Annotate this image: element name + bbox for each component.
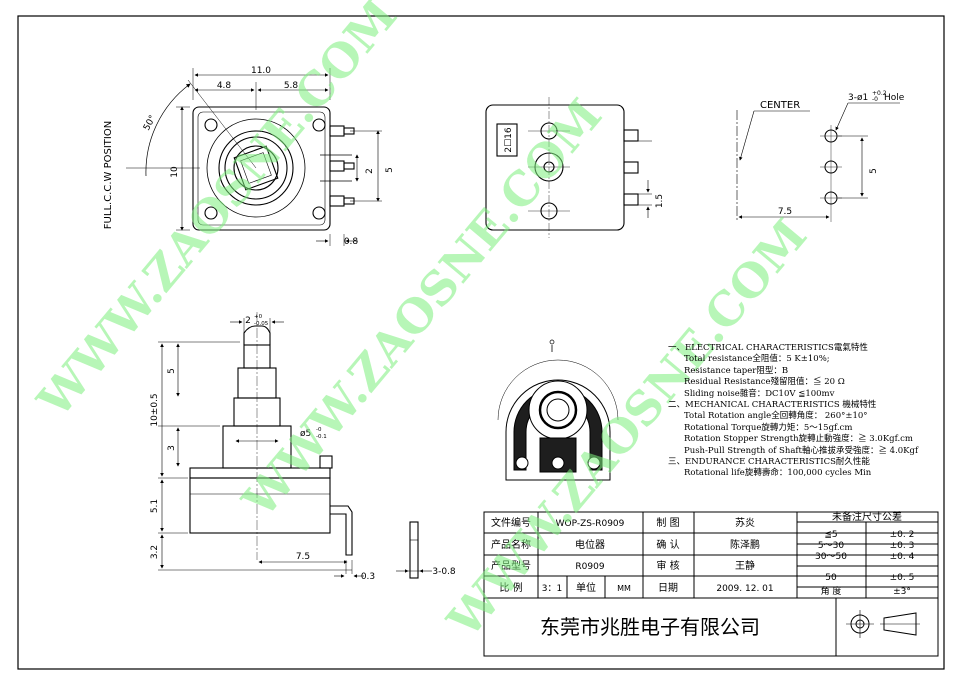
spec-block: 一、ELECTRICAL CHARACTERISTICS電氣特性 Total r…: [668, 343, 918, 480]
pcb-layout: [736, 102, 900, 222]
dim-pin-thickness: 0.3: [361, 572, 375, 582]
dim-collar: 3: [167, 445, 177, 451]
dim-side-pin-offset: 7.5: [296, 552, 310, 562]
unit-label: 单位: [576, 581, 596, 594]
dim-shaft-dia-tol-lower: -0.1: [316, 434, 327, 440]
tol-value-4: ±0. 5: [890, 573, 915, 583]
dim-pin-offset: 0.8: [344, 237, 359, 247]
dim-shaft-length: 5: [167, 368, 177, 374]
tol-value-2: ±0. 3: [890, 541, 915, 551]
tolerance-title: 未备注尺寸公差: [832, 510, 902, 523]
tol-value-1: ±0. 2: [890, 530, 915, 540]
dim-pcb-pitch: 5: [869, 168, 879, 174]
dim-angle: 50°: [142, 114, 158, 133]
date: 2009. 12. 01: [716, 584, 773, 594]
dim-shaft-dia-tol-upper: -0: [316, 427, 322, 433]
title-block: [483, 511, 939, 657]
date-label: 日期: [658, 582, 678, 594]
tol-value-3: ±0. 4: [890, 552, 915, 562]
side-view: [158, 312, 432, 579]
tol-range-4: 50: [825, 573, 837, 583]
doc-no-label: 文件编号: [491, 516, 531, 529]
review-name: 王静: [735, 559, 755, 572]
hole-tol2: -0: [872, 96, 878, 103]
back-view: [485, 97, 652, 238]
review-label: 审 核: [656, 559, 679, 572]
spec-electrical-title: 一、ELECTRICAL CHARACTERISTICS電氣特性: [668, 343, 868, 353]
company-name: 东莞市兆胜电子有限公司: [540, 615, 760, 639]
model: R0909: [575, 562, 604, 572]
spec-endurance-title: 三、ENDURANCE CHARACTERISTICS耐久性能: [668, 457, 870, 468]
dim-pin-width: 3-0.8: [432, 567, 456, 577]
dim-shaft-flat-tol-upper: +0: [254, 314, 263, 320]
dim-pin-pitch: 2: [365, 168, 375, 174]
product-name-label: 产品名称: [491, 538, 531, 551]
dim-shaft-flat-tol-lower: -0.05: [254, 321, 269, 327]
spec-mechanical-2: Rotational Torque旋轉力矩：5～15gf.cm: [684, 422, 853, 433]
spec-electrical-1: Total resistance全阻值：5 K±10%;: [684, 354, 830, 365]
spec-electrical-4: Sliding noise雜音：DC10V ≦100mv: [684, 388, 835, 399]
scale: 3：1: [542, 584, 562, 594]
dim-pin-height: 3.2: [150, 545, 160, 559]
hole-tol: +0.2: [872, 90, 887, 97]
dim-pcb-offset: 7.5: [778, 207, 792, 217]
spec-mechanical-3: Rotation Stopper Strength旋轉止動強度：≧ 3.0Kgf…: [684, 434, 913, 445]
dim-shaft-total: 10±0.5: [150, 393, 160, 426]
model-label: 产品型号: [491, 559, 531, 572]
back-stamp: 2☐16: [504, 127, 514, 153]
dim-width-right: 5.8: [284, 81, 299, 91]
position-label: FULL.C.C.W POSITION: [103, 121, 114, 229]
dim-pin-span: 5: [385, 167, 395, 173]
dim-width-total: 11.0: [251, 66, 271, 76]
sheet-border: [17, 15, 945, 670]
tol-range-3: 30～50: [815, 552, 847, 562]
dim-height: 10: [170, 166, 180, 178]
hole-label: 3-ø1: [848, 93, 868, 103]
hole-suffix: Hole: [884, 93, 905, 103]
dim-width-left: 4.8: [217, 81, 232, 91]
tol-value-5: ±3°: [893, 587, 911, 597]
spec-mechanical-1: Total Rotation angle全回轉角度： 260°±10°: [684, 411, 868, 422]
spec-mechanical-4: Push-Pull Strength of Shaft軸心推拔承受強度：≧ 4.…: [684, 445, 919, 456]
tol-range-1: ≦5: [824, 530, 837, 540]
tol-range-5: 角 度: [821, 585, 842, 597]
unit: MM: [617, 584, 631, 593]
track-view: [497, 339, 619, 481]
dim-back-pitch: 1.5: [655, 194, 665, 208]
draw-label: 制 图: [656, 516, 679, 529]
watermark: WWW.ZAOSNE.COM WWW.ZAOSNE.COM WWW.ZAOSNE…: [26, 0, 817, 648]
dim-shaft-flat: 2: [245, 316, 251, 326]
spec-endurance-1: Rotational life旋轉壽命：100,000 cycles Min: [684, 468, 872, 479]
confirm-label: 确 认: [656, 538, 679, 551]
dim-body-height: 5.1: [150, 499, 160, 513]
dim-shaft-dia: ø5: [300, 429, 311, 439]
confirm-name: 陈泽鹏: [730, 538, 760, 551]
spec-electrical-2: Resistance taper阻型：B: [684, 365, 789, 376]
product-name: 电位器: [575, 538, 605, 551]
top-view: [126, 68, 382, 246]
center-label: CENTER: [760, 100, 800, 111]
tol-range-2: 5～30: [818, 541, 844, 551]
doc-no: WOP-ZS-R0909: [556, 519, 625, 529]
spec-electrical-3: Residual Resistance殘留阻值：≦ 20 Ω: [684, 377, 845, 388]
spec-mechanical-title: 二、MECHANICAL CHARACTERISTICS 機械特性: [668, 400, 877, 411]
draw-name: 苏炎: [735, 516, 755, 529]
scale-label: 比 例: [499, 581, 522, 594]
